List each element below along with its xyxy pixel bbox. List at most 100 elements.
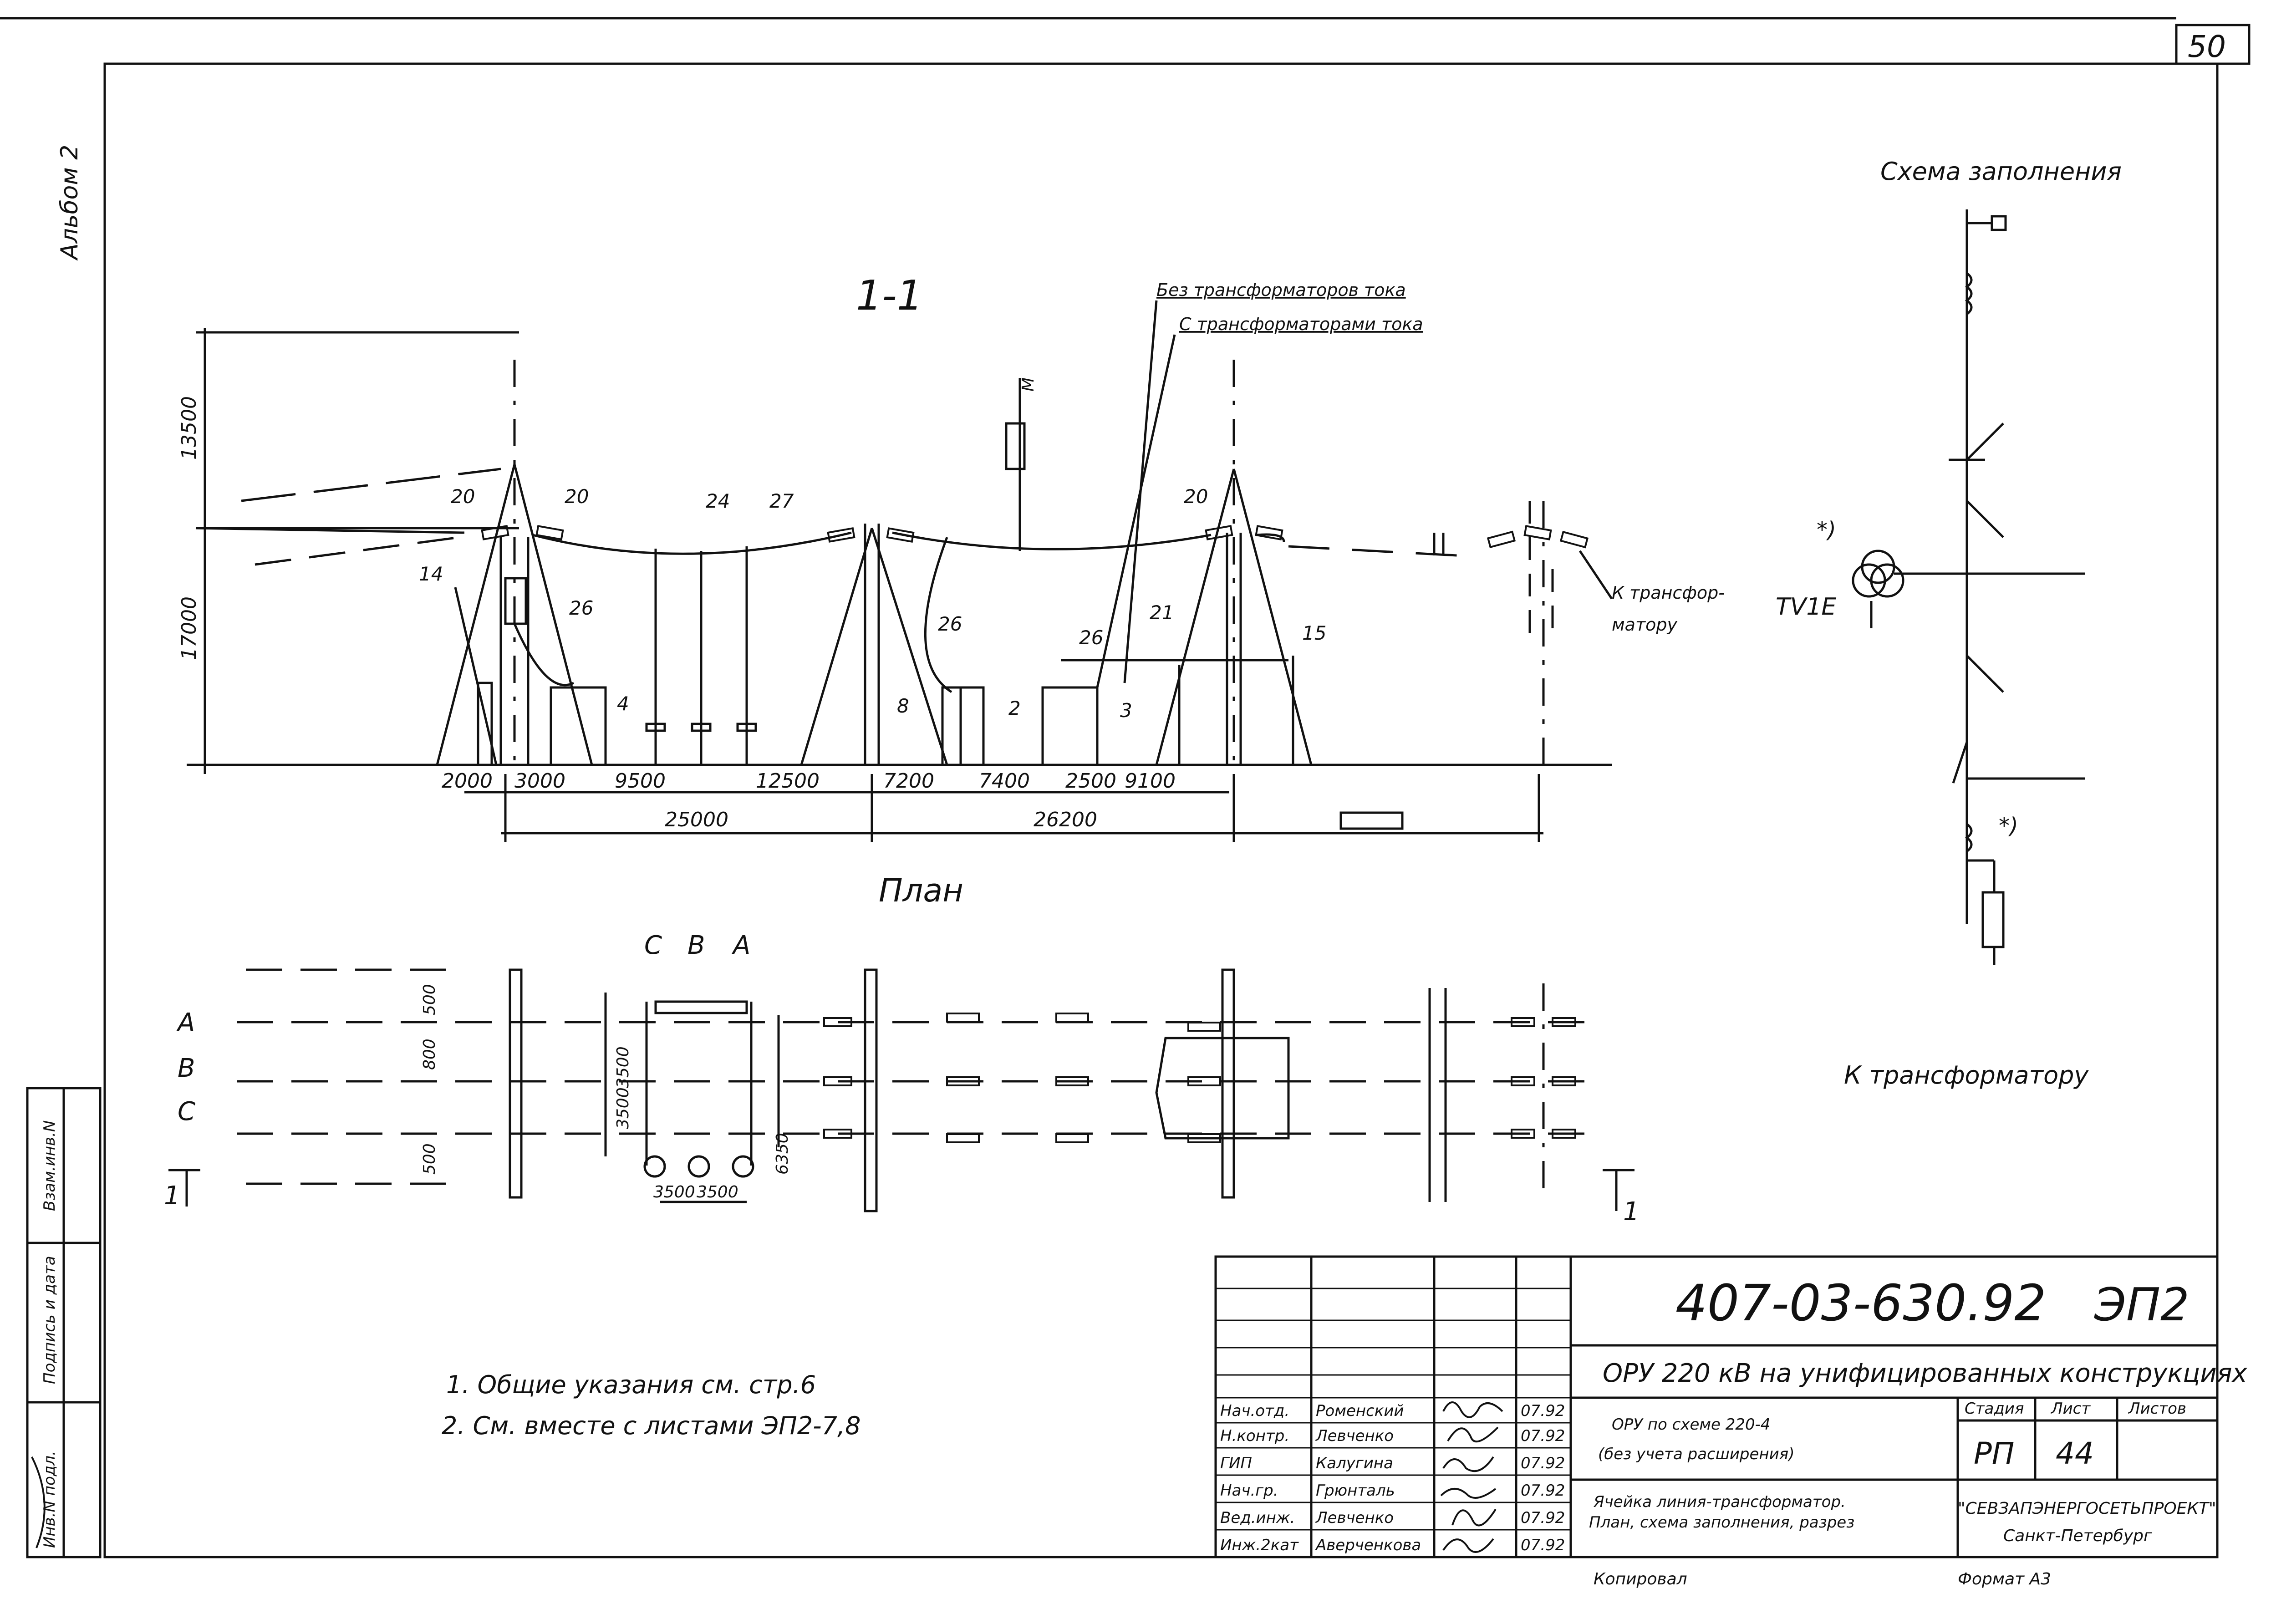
staff-role-1: Нач.отд. [1220,1402,1289,1420]
staff-role-6: Инж.2кат [1220,1536,1299,1554]
note-1: 1. Общие указания см. стр.6 [446,1370,816,1399]
org-name: "СЕВЗАПЭНЕРГОСЕТЬПРОЕКТ" [1958,1499,2216,1518]
plan-dim-3500c: 3500 [653,1183,695,1201]
staff-name-1: Роменский [1316,1402,1404,1420]
staff-role-4: Нач.гр. [1220,1481,1278,1500]
height-dim-17000: 17000 [178,596,201,660]
sheets-header: Листов [2128,1400,2186,1418]
stamp-original-inv: Инв.N подл. [41,1451,59,1548]
section-1-1-drawing [187,300,1613,842]
callout-14: 14 [419,563,443,585]
to-transformer-2: матору [1612,615,1677,635]
phase-left-c: C [178,1097,195,1126]
dim-2500: 2500 [1065,769,1116,793]
callout-26a: 26 [569,597,593,619]
callout-3: 3 [1120,699,1132,722]
tv-label: TV1E [1776,593,1836,621]
callout-26b: 26 [938,613,962,635]
label-no-ct: Без трансформаторов тока [1156,280,1406,300]
doc-code: 407-03-630.92 [1675,1274,2046,1332]
callout-2: 2 [1008,697,1021,719]
staff-role-2: Н.контр. [1220,1427,1289,1445]
page-number-box [2175,24,2251,65]
callout-8: 8 [897,695,909,717]
plan-dim-6350: 6350 [773,1133,792,1175]
project-title: ОРУ 220 кВ на унифицированных конструкци… [1603,1359,2248,1388]
section-title: 1-1 [856,272,923,320]
staff-date-5: 07.92 [1521,1509,1565,1527]
sheet-desc-2: План, схема заполнения, разрез [1589,1513,1854,1532]
phase-left-a: A [176,1008,195,1038]
staff-role-5: Вед.инж. [1220,1509,1295,1527]
staff-date-4: 07.92 [1521,1481,1565,1500]
stage-header: Стадия [1965,1400,2024,1418]
callout-20a: 20 [451,485,475,508]
dim-9100: 9100 [1125,769,1176,793]
staff-date-6: 07.92 [1521,1536,1565,1554]
fill-scheme-title: Схема заполнения [1880,157,2122,186]
to-transformer-1: К трансфор- [1612,583,1725,603]
sheet-value: 44 [2056,1436,2094,1471]
dim-9500: 9500 [615,769,666,793]
page-number: 50 [2188,29,2226,64]
mast-label: M [1019,377,1038,392]
staff-name-2: Левченко [1315,1427,1394,1445]
sheet-frame [103,62,2219,1558]
dim-12500: 12500 [756,769,820,793]
mark-asterisk-2: *) [1999,813,2018,839]
plan-dim-3500b: 3500 [614,1087,632,1129]
plan-dim-3500d: 3500 [697,1183,738,1201]
fill-to-transformer: К трансформатору [1844,1061,2089,1089]
stamp-replaced-inv: Взам.инв.N [41,1120,59,1211]
plan-dim-500b: 500 [420,1143,439,1175]
dim-2000: 2000 [442,769,493,793]
callout-15: 15 [1302,622,1326,644]
plan-dim-500a: 500 [420,984,439,1015]
plan-dim-800: 800 [420,1039,439,1070]
plan-drawing [168,968,1635,1212]
scheme-line-2: (без учета расширения) [1598,1445,1794,1463]
height-dim-13500: 13500 [178,396,201,460]
phase-top-a: A [732,931,750,960]
dim-7200: 7200 [883,769,934,793]
staff-role-3: ГИП [1220,1454,1252,1472]
copied-label: Копировал [1594,1570,1687,1588]
staff-name-4: Грюнталь [1316,1481,1395,1500]
phase-top-c: C [644,931,662,960]
callout-20c: 20 [1184,485,1208,508]
staff-name-3: Калугина [1316,1454,1393,1472]
phase-left-b: B [178,1054,195,1083]
note-2: 2. См. вместе с листами ЭП2-7,8 [442,1411,861,1440]
plan-dim-3500a: 3500 [614,1046,632,1088]
stage-value: РП [1974,1436,2014,1471]
format-label: Формат А3 [1958,1570,2051,1588]
dim-3000: 3000 [514,769,565,793]
staff-date-2: 07.92 [1521,1427,1565,1445]
signatures [31,1401,1503,1553]
staff-date-3: 07.92 [1521,1454,1565,1472]
callout-21: 21 [1150,601,1174,624]
callout-4: 4 [617,692,629,715]
callout-26c: 26 [1079,626,1103,649]
dim-7400: 7400 [979,769,1030,793]
dim-25000: 25000 [665,808,728,831]
staff-name-6: Аверченкова [1315,1536,1421,1554]
callout-24: 24 [706,490,730,512]
callout-27: 27 [769,490,794,512]
dim-26200: 26200 [1034,808,1097,831]
doc-section: ЭП2 [2094,1278,2190,1331]
scheme-line-1: ОРУ по схеме 220-4 [1612,1415,1771,1434]
mark-asterisk-1: *) [1817,517,1836,543]
plan-title: План [879,872,963,909]
stamp-signature-date: Подпись и дата [41,1256,59,1384]
sheet-header: Лист [2050,1400,2091,1418]
staff-name-5: Левченко [1315,1509,1394,1527]
cut-mark-left: 1 [164,1181,180,1211]
phase-top-b: B [687,931,705,960]
album-label: Альбом 2 [56,145,83,261]
org-city: Санкт-Петербург [2003,1527,2153,1545]
staff-date-1: 07.92 [1521,1402,1565,1420]
sheet-desc-1: Ячейка линия-трансформатор. [1593,1493,1846,1511]
label-with-ct: С трансформаторами тока [1179,314,1423,334]
